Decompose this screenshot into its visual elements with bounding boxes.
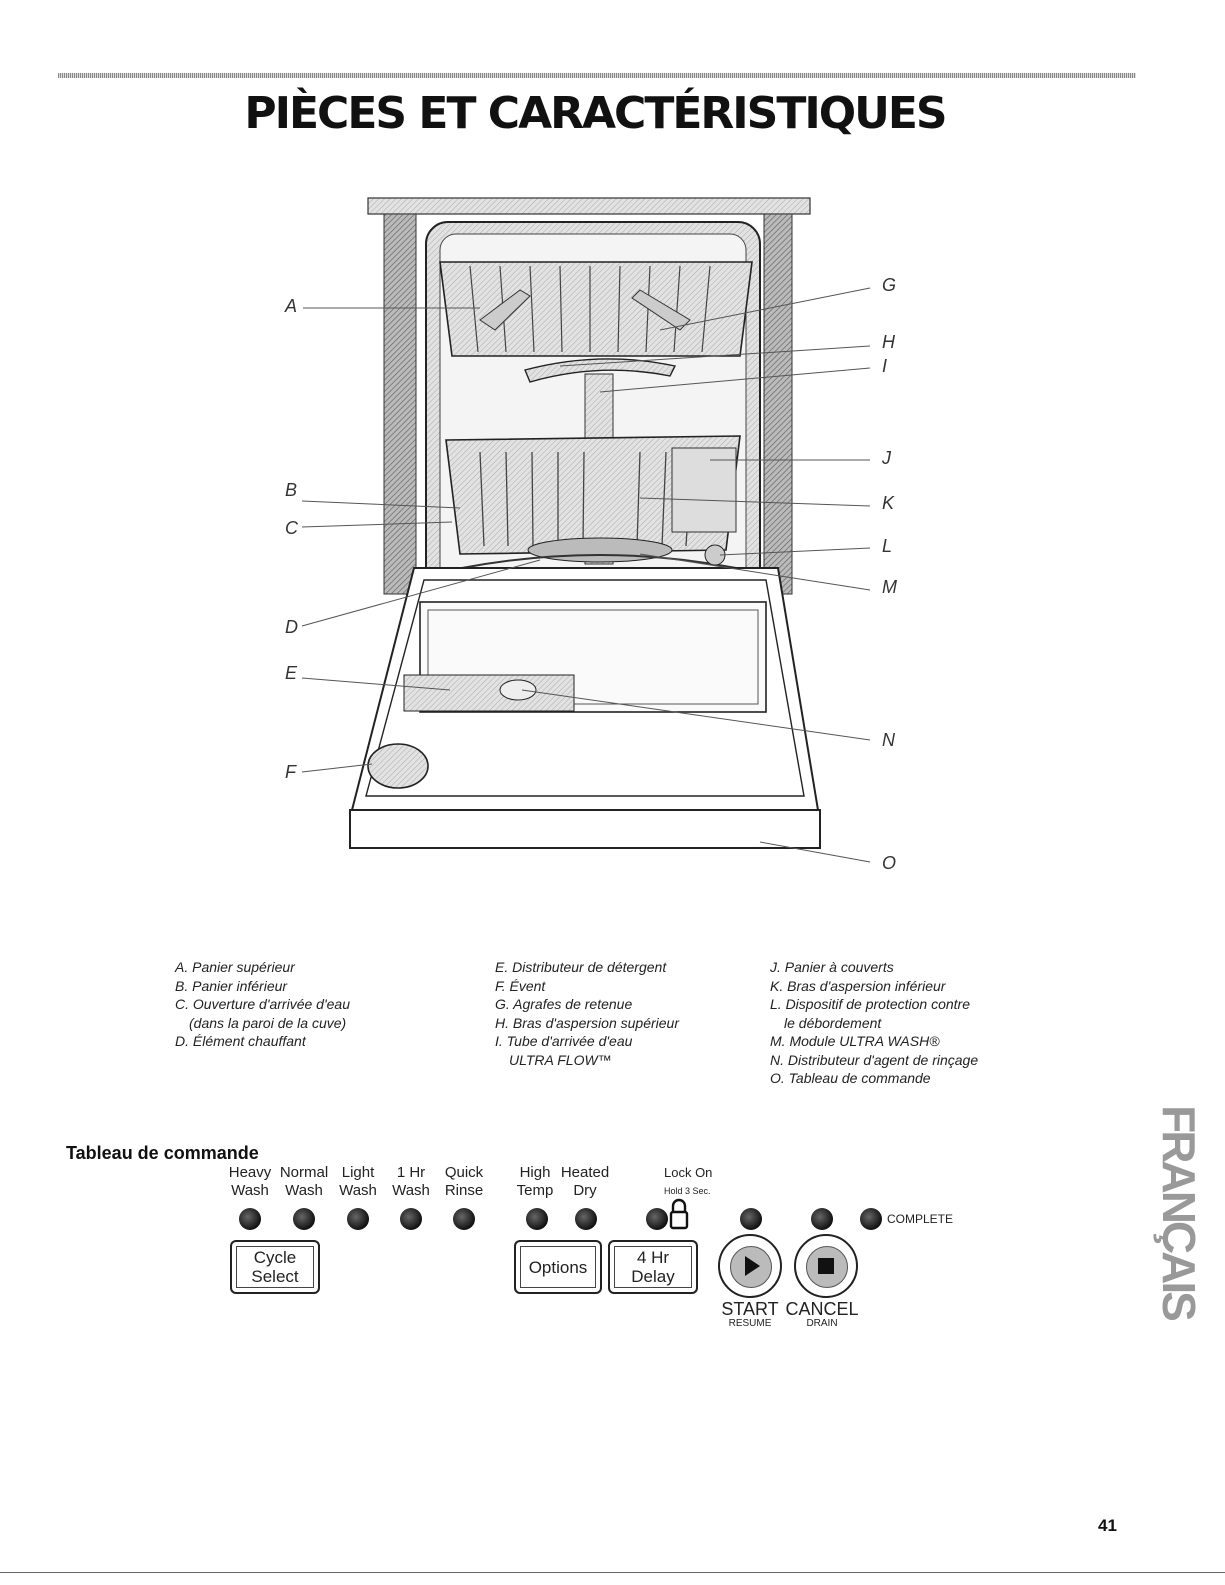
lower-spray-arm — [527, 537, 673, 563]
top-rule — [58, 73, 1136, 78]
callout-d: D — [285, 617, 298, 637]
legend-item: F. Évent — [495, 977, 546, 994]
legend-item: I. Tube d'arrivée d'eau — [495, 1033, 633, 1049]
cancel-label: CANCEL DRAIN — [785, 1299, 859, 1329]
callout-a: A — [285, 296, 298, 316]
complete-label: COMPLETE — [887, 1212, 954, 1226]
led-1hr-wash — [400, 1208, 422, 1230]
led-normal-wash — [293, 1208, 315, 1230]
silverware-basket — [671, 447, 737, 533]
legend-item: (dans la paroi de la cuve) — [189, 1014, 347, 1031]
legend-item: O. Tableau de commande — [770, 1070, 931, 1086]
legend-column-2: E. Distributeur de détergent F. Évent G.… — [495, 958, 679, 1069]
legend-item: L. Dispositif de protection contre — [770, 996, 970, 1012]
control-panel-heading: Tableau de commande — [66, 1143, 259, 1163]
legend-item: ULTRA FLOW™ — [509, 1051, 612, 1068]
options-button[interactable]: Options — [514, 1240, 602, 1294]
led-light-wash — [347, 1208, 369, 1230]
legend-item: H. Bras d'aspersion supérieur — [495, 1014, 679, 1031]
rinse-aid-dispenser — [499, 679, 537, 701]
legend-item: G. Agrafes de retenue — [495, 996, 633, 1012]
legend-item: K. Bras d'aspersion inférieur — [770, 977, 946, 994]
legend-item: C. Ouverture d'arrivée d'eau — [175, 996, 350, 1012]
lock-icon — [669, 1198, 689, 1230]
page-title: PIÈCES ET CARACTÉRISTIQUES — [244, 88, 947, 139]
dishwasher-diagram — [301, 197, 871, 863]
led-complete — [860, 1208, 882, 1230]
legend-item: N. Distributeur d'agent de rinçage — [770, 1051, 979, 1068]
cancel-button[interactable] — [794, 1234, 858, 1298]
led-heated-dry — [575, 1208, 597, 1230]
callout-k: K — [882, 493, 895, 513]
led-status-1 — [740, 1208, 762, 1230]
legend-column-1: A. Panier supérieur B. Panier inférieur … — [175, 958, 350, 1051]
play-icon — [745, 1256, 760, 1276]
led-quick-rinse — [453, 1208, 475, 1230]
vent — [367, 743, 429, 789]
callout-i: I — [882, 356, 888, 376]
bottom-rule — [0, 1572, 1225, 1573]
legend-item: D. Élément chauffant — [175, 1033, 306, 1049]
heating-element — [461, 554, 737, 569]
left-cabinet — [383, 213, 417, 595]
start-button[interactable] — [718, 1234, 782, 1298]
callout-j: J — [882, 448, 891, 468]
legend-item: A. Panier supérieur — [175, 959, 295, 975]
callout-e: E — [285, 663, 298, 683]
legend-item: J. Panier à couverts — [770, 959, 894, 975]
led-high-temp — [526, 1208, 548, 1230]
legend-column-3: J. Panier à couverts K. Bras d'aspersion… — [770, 958, 978, 1088]
led-heavy-wash — [239, 1208, 261, 1230]
callout-n: N — [882, 730, 895, 750]
start-label: START RESUME — [721, 1299, 779, 1329]
callout-g: G — [882, 275, 897, 295]
callout-h: H — [882, 332, 895, 352]
legend-item: M. Module ULTRA WASH® — [770, 1033, 940, 1049]
language-side-tab: FRANÇAIS — [1153, 1105, 1205, 1319]
lock-label: Lock On Hold 3 Sec. — [664, 1165, 713, 1196]
lower-rack — [445, 435, 741, 555]
detergent-dispenser — [403, 674, 575, 712]
callout-l: L — [882, 536, 893, 556]
upper-spray-arm — [524, 358, 677, 383]
door-control-panel — [349, 809, 821, 849]
legend-item: B. Panier inférieur — [175, 977, 288, 994]
page-number: 41 — [1098, 1516, 1117, 1535]
led-status-2 — [811, 1208, 833, 1230]
upper-rack — [439, 261, 753, 357]
right-cabinet — [763, 213, 793, 595]
led-lock — [646, 1208, 668, 1230]
callout-o: O — [882, 853, 897, 873]
callout-c: C — [285, 518, 298, 538]
legend-item: le débordement — [784, 1014, 882, 1031]
callout-b: B — [285, 480, 298, 500]
callout-m: M — [882, 577, 897, 597]
stop-icon — [818, 1258, 834, 1274]
legend-item: E. Distributeur de détergent — [495, 959, 667, 975]
countertop — [367, 197, 811, 215]
callout-f: F — [285, 762, 296, 782]
